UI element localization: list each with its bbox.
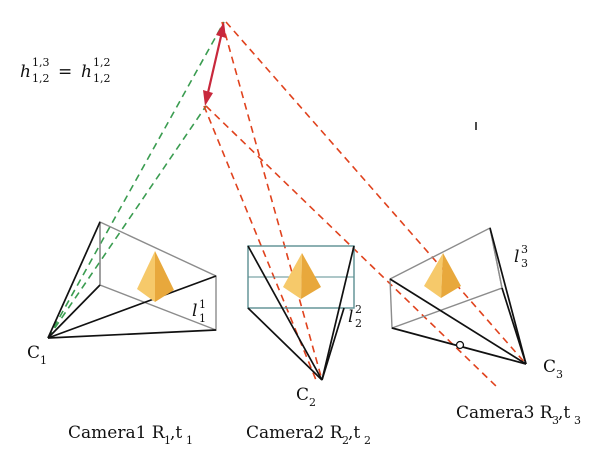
camera-2: l 2 2 C 2 Camera2 R 2 ,t 2: [246, 245, 371, 447]
distance-arrow: [203, 22, 226, 106]
camera-3-ray-point: [455, 340, 465, 350]
camera-1-line-sub: 1: [199, 312, 206, 325]
camera-2-line-sup: 2: [355, 303, 362, 316]
projection-rays: [47, 21, 527, 389]
camera-2-pyramid-icon: [283, 253, 321, 299]
equation-lhs-sup: 1,3: [32, 56, 50, 69]
equation-lhs-sub: 1,2: [32, 72, 50, 85]
camera-1-caption-text: Camera1 R: [68, 423, 166, 443]
camera-1-pyramid-icon: [137, 251, 174, 302]
equation-rhs-sup: 1,2: [93, 56, 111, 69]
green-ray-to-point-a: [47, 21, 225, 339]
camera-1-caption: Camera1 R 1 ,t 1: [68, 423, 193, 447]
camera-2-caption-text: Camera2 R: [246, 423, 344, 443]
camera-3-caption-text: Camera3 R: [456, 403, 554, 423]
red-ray-c3-a: [225, 21, 527, 365]
equation-rhs-sub: 1,2: [93, 72, 111, 85]
camera-3-line-sub: 3: [521, 257, 528, 270]
camera-1-center-label: C: [27, 343, 40, 363]
arrowhead-bottom: [203, 90, 213, 106]
camera-1-line-base: l: [192, 301, 197, 321]
equation-equals: =: [58, 62, 72, 82]
camera-3-center-label: C: [543, 357, 556, 377]
camera-2-center-label: C: [296, 385, 309, 405]
camera-3-pyramid-icon: [424, 253, 461, 298]
green-ray-to-point-b: [47, 105, 207, 339]
camera-2-caption-mid: ,t: [348, 423, 360, 443]
camera-2-caption: Camera2 R 2 ,t 2: [246, 423, 371, 447]
camera-3-center-sub: 3: [556, 368, 563, 381]
camera-3-caption-sub2: 3: [574, 414, 581, 427]
arrowhead-top: [216, 22, 226, 38]
camera-1-caption-mid: ,t: [170, 423, 182, 443]
camera-3-caption-mid: ,t: [558, 403, 570, 423]
camera-1-caption-sub2: 1: [186, 434, 193, 447]
camera-2-line-base: l: [348, 307, 353, 327]
red-ray-c2-a: [221, 21, 323, 381]
camera-1-caption-sub1: 1: [164, 434, 171, 447]
camera-3-caption-sub1: 3: [552, 414, 559, 427]
equation-lhs-base: h: [20, 62, 31, 82]
camera-3-line-base: l: [514, 247, 519, 267]
camera-3-line-sup: 3: [521, 243, 528, 256]
camera-2-caption-sub2: 2: [364, 434, 371, 447]
camera-2-center-sub: 2: [309, 396, 316, 409]
camera-1-center-sub: 1: [40, 354, 47, 367]
equation-rhs-base: h: [81, 62, 92, 82]
camera-3-caption: Camera3 R 3 ,t 3: [456, 403, 581, 427]
camera-3: l 3 3 C 3 Camera3 R 3 ,t 3: [389, 226, 581, 427]
camera-1: l 1 1 C 1 Camera1 R 1 ,t 1: [27, 220, 217, 447]
red-ray-c3-b: [205, 105, 499, 389]
camera-2-caption-sub1: 2: [342, 434, 349, 447]
camera-1-line-sup: 1: [199, 298, 206, 311]
equation-label: h 1,3 1,2 = h 1,2 1,2: [20, 56, 111, 85]
camera-2-line-sub: 2: [355, 317, 362, 330]
